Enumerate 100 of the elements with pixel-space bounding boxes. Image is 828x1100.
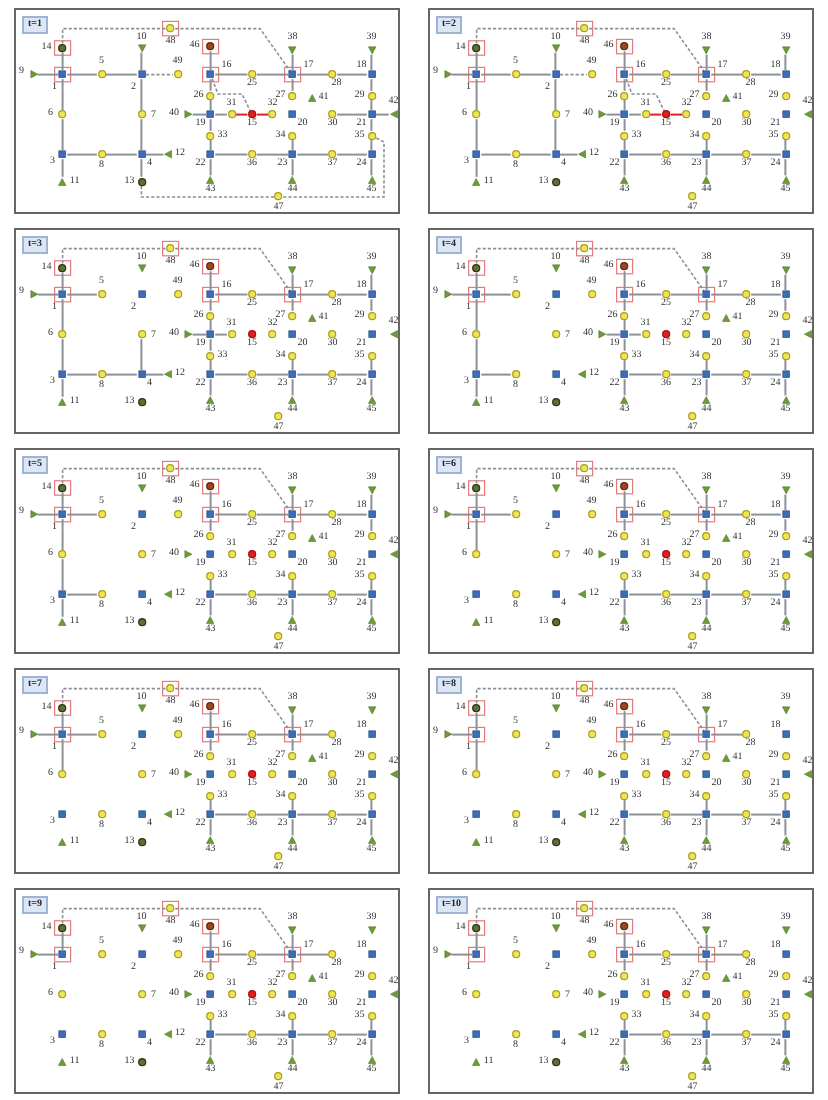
circle-marker	[688, 852, 697, 862]
triangle-marker	[702, 175, 711, 185]
line	[750, 73, 782, 76]
line	[628, 373, 663, 376]
circle-marker	[620, 131, 629, 140]
line	[336, 113, 368, 116]
circle-marker	[620, 971, 629, 980]
square-marker	[620, 330, 629, 339]
line	[37, 513, 59, 516]
line	[255, 953, 289, 956]
line	[480, 293, 512, 296]
line	[214, 73, 249, 76]
triangle-marker	[163, 370, 173, 379]
square-marker	[472, 290, 481, 299]
triangle-marker	[597, 110, 607, 119]
circle-marker	[702, 751, 711, 760]
triangle-marker	[551, 703, 560, 713]
circle-marker	[781, 131, 790, 140]
triangle-marker	[206, 395, 215, 405]
square-marker	[58, 70, 67, 79]
circle-marker	[206, 91, 215, 100]
square-marker	[702, 770, 711, 779]
line	[669, 373, 703, 376]
square-marker	[288, 730, 297, 739]
triangle-marker	[367, 705, 376, 715]
triangle-marker	[702, 395, 711, 405]
circle-marker	[742, 150, 751, 159]
line	[235, 113, 249, 116]
circle-marker	[58, 923, 67, 933]
circle-marker	[328, 290, 337, 299]
square-marker	[781, 1030, 790, 1039]
square-marker	[551, 810, 560, 819]
line	[628, 1033, 663, 1036]
square-marker	[702, 590, 711, 599]
line	[296, 73, 329, 76]
circle-marker	[328, 770, 337, 779]
square-marker	[620, 510, 629, 519]
line	[375, 113, 390, 116]
line	[710, 73, 743, 76]
panel	[428, 888, 814, 1094]
line	[623, 338, 626, 352]
line	[623, 710, 626, 731]
line	[784, 273, 787, 291]
square-marker	[367, 770, 376, 779]
circle-marker	[247, 110, 257, 119]
line	[209, 298, 212, 312]
square-marker	[58, 1030, 67, 1039]
line	[554, 78, 557, 111]
square-marker	[620, 370, 629, 379]
square-marker	[367, 810, 376, 819]
circle-marker	[206, 262, 215, 271]
triangle-marker	[183, 550, 193, 559]
circle-marker	[702, 351, 711, 360]
circle-marker	[247, 810, 257, 819]
circle-marker	[781, 751, 790, 760]
line	[291, 53, 294, 71]
circle-marker	[781, 531, 790, 540]
circle-marker	[166, 684, 175, 693]
circle-marker	[328, 590, 337, 599]
line	[710, 813, 743, 816]
circle-marker	[58, 770, 67, 779]
circle-marker	[511, 290, 520, 299]
line	[370, 598, 373, 617]
circle-marker	[472, 990, 481, 999]
line	[784, 818, 787, 837]
square-marker	[206, 330, 215, 339]
square-marker	[472, 950, 481, 959]
circle-marker	[742, 70, 751, 79]
circle-marker	[206, 922, 215, 931]
circle-marker	[580, 904, 589, 913]
line	[291, 958, 294, 972]
square-marker	[702, 290, 711, 299]
circle-marker	[580, 244, 589, 253]
circle-marker	[247, 150, 257, 159]
square-marker	[137, 1030, 146, 1039]
circle-marker	[587, 290, 596, 299]
triangle-marker	[803, 330, 812, 339]
triangle-marker	[137, 703, 146, 713]
square-marker	[472, 70, 481, 79]
circle-marker	[97, 730, 106, 739]
circle-marker	[173, 950, 182, 959]
line	[623, 958, 626, 972]
line	[291, 598, 294, 617]
dashed-line	[475, 467, 581, 485]
circle-marker	[620, 482, 629, 491]
line	[628, 73, 663, 76]
circle-marker	[367, 91, 376, 100]
square-marker	[702, 990, 711, 999]
triangle-marker	[702, 705, 711, 715]
square-marker	[472, 810, 481, 819]
circle-marker	[661, 590, 671, 599]
circle-marker	[781, 311, 790, 320]
circle-marker	[206, 751, 215, 760]
circle-marker	[511, 810, 520, 819]
circle-marker	[580, 464, 589, 473]
square-marker	[781, 990, 790, 999]
triangle-marker	[288, 835, 297, 845]
line	[255, 373, 289, 376]
line	[705, 738, 708, 752]
circle-marker	[227, 990, 236, 999]
